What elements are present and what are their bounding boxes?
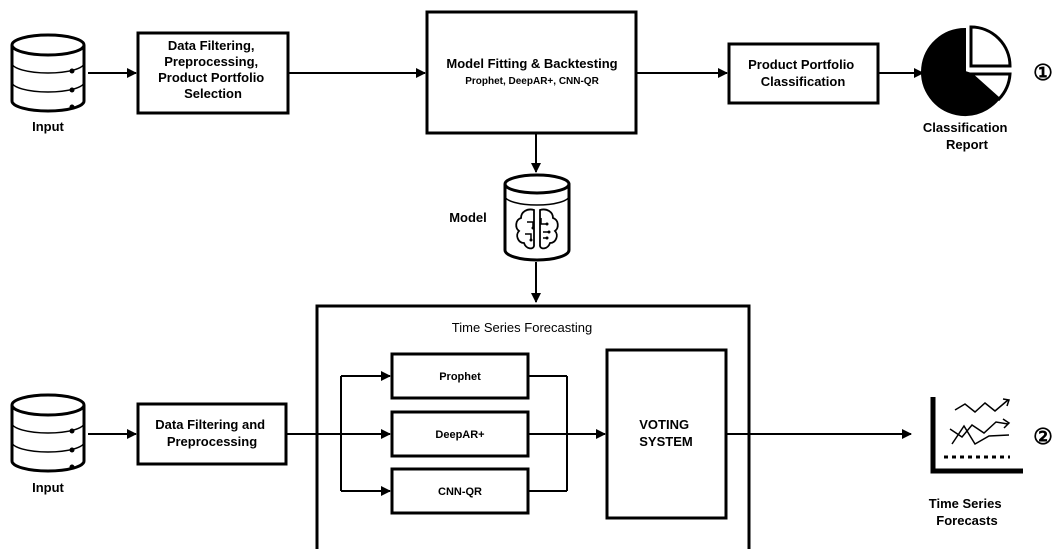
top-input-label: Input	[32, 119, 64, 134]
deepar-box	[390, 410, 530, 458]
step-marker-2: ②	[1033, 424, 1053, 449]
deepar-label: DeepAR+	[435, 429, 484, 441]
database-icon	[10, 393, 86, 473]
database-icon	[10, 33, 86, 113]
classification-report-label: Classification Report	[923, 120, 1011, 152]
classification-text: Product Portfolio Classification	[748, 57, 858, 89]
model-fitting-subtitle: Prophet, DeepAR+, CNN-QR	[465, 76, 599, 87]
voting-system-box	[605, 348, 728, 520]
cnn-qr-label: CNN-QR	[438, 486, 482, 498]
bottom-filter-box	[136, 402, 288, 466]
step-marker-1: ①	[1033, 60, 1053, 85]
voting-system-label: VOTING SYSTEM	[639, 417, 692, 449]
prophet-label: Prophet	[439, 371, 481, 383]
top-filter-text: Data Filtering, Preprocessing, Product P…	[158, 38, 268, 101]
model-label: Model	[449, 210, 487, 225]
model-fitting-box	[425, 10, 638, 135]
forecasts-label: Time Series Forecasts	[929, 496, 1005, 528]
model-fitting-title: Model Fitting & Backtesting	[446, 56, 617, 71]
brain-model-icon	[503, 173, 571, 262]
cnn-qr-box	[390, 467, 530, 515]
line-chart-icon	[930, 397, 1023, 474]
bottom-filter-text: Data Filtering and Preprocessing	[155, 417, 268, 449]
bottom-input-label: Input	[32, 480, 64, 495]
pie-chart-icon	[921, 25, 1012, 116]
forecasting-title: Time Series Forecasting	[452, 320, 592, 335]
